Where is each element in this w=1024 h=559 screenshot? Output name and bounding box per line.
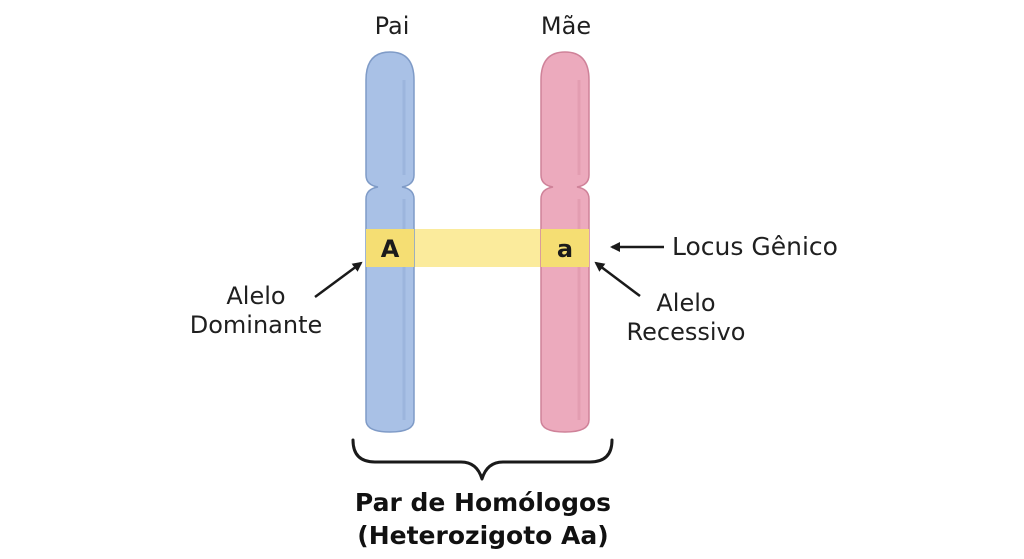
dominant-label-line2: Dominante	[189, 310, 323, 339]
locus-band	[414, 229, 541, 267]
recessive-allele-label: Alelo Recessivo	[606, 289, 766, 347]
recessive-label-line2: Recessivo	[626, 317, 746, 346]
recessive-allele-arrow	[594, 261, 641, 297]
recessive-allele-locus	[541, 229, 589, 267]
pair-caption: Par de Homólogos (Heterozigoto Aa)	[355, 487, 611, 552]
homolog-pair-brace	[351, 438, 614, 481]
recessive-allele-letter: a	[556, 235, 574, 263]
dominant-allele-arrow	[314, 261, 363, 299]
father-label: Pai	[374, 12, 410, 40]
dominant-allele-letter: A	[380, 235, 400, 263]
caption-line1: Par de Homólogos	[354, 488, 612, 517]
locus-label: Locus Gênico	[672, 232, 838, 261]
dominant-allele-label: Alelo Dominante	[176, 282, 336, 340]
dominant-label-line1: Alelo	[226, 282, 286, 310]
recessive-label-line1: Alelo	[656, 289, 716, 317]
dominant-allele-locus	[366, 229, 414, 267]
caption-line2: (Heterozigoto Aa)	[357, 520, 609, 550]
mother-label: Mãe	[540, 12, 592, 40]
